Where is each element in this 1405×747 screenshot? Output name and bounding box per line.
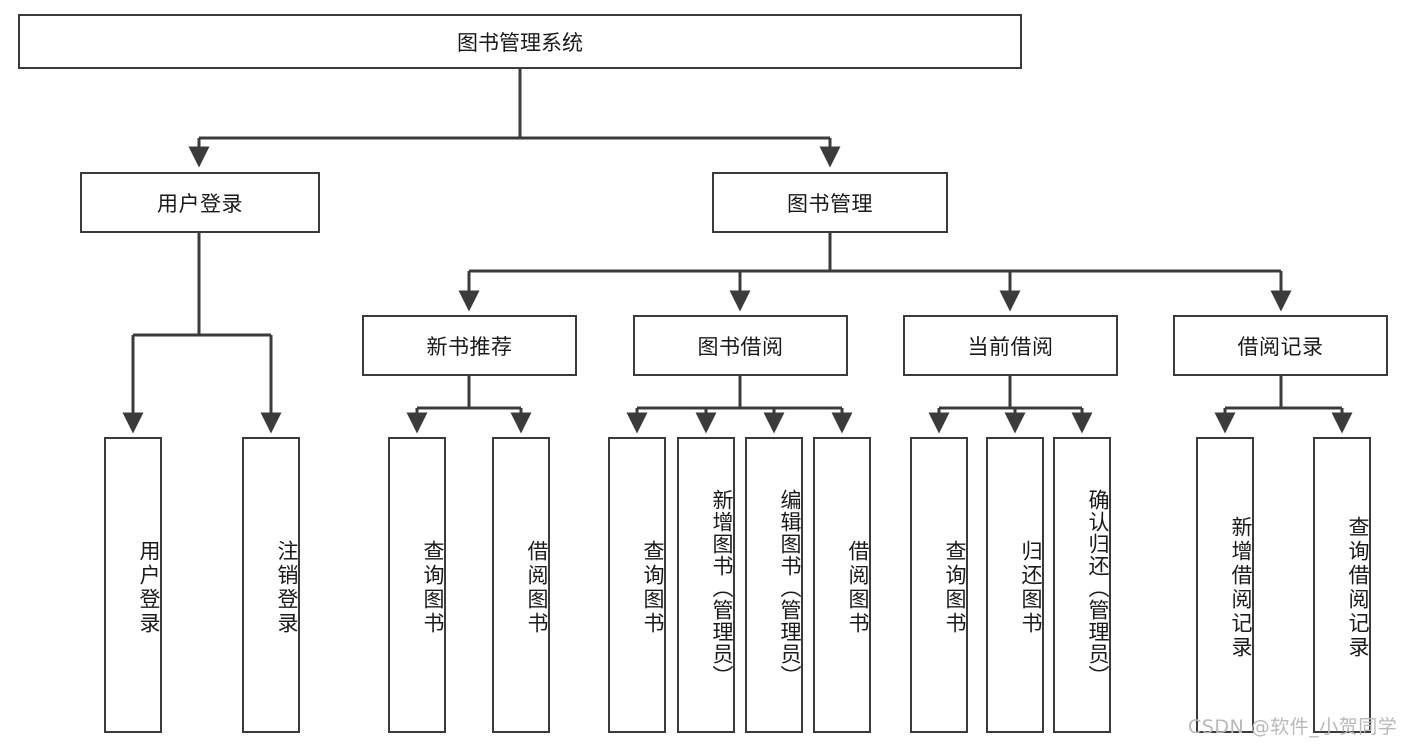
node-label: 用户登录 [137,540,161,636]
leaf-book-borrow-query[interactable]: 查询图书 [608,437,666,733]
leaf-book-borrow-add[interactable]: 新增图书（管理员） [677,437,735,733]
leaf-current-borrow-confirm[interactable]: 确认归还（管理员） [1053,437,1111,733]
node-label: 图书借阅 [697,334,784,359]
node-label: 编辑图书（管理员） [778,489,802,687]
leaf-current-borrow-return[interactable]: 归还图书 [986,437,1044,733]
node-label: 借阅记录 [1237,334,1324,359]
leaf-user-login-logout[interactable]: 注销登录 [242,437,300,733]
watermark-text: CSDN @软件_小贺同学 [1188,716,1398,738]
node-label: 注销登录 [275,540,299,636]
leaf-new-book-borrow[interactable]: 借阅图书 [492,437,550,733]
node-label: 新增图书（管理员） [710,489,734,687]
node-label: 归还图书 [1019,540,1043,636]
node-label: 查询图书 [943,540,967,636]
node-book-borrow[interactable]: 图书借阅 [633,315,848,376]
node-root-system[interactable]: 图书管理系统 [18,14,1022,69]
leaf-records-add[interactable]: 新增借阅记录 [1196,437,1254,733]
node-label: 借阅图书 [525,540,549,636]
node-label: 当前借阅 [967,334,1054,359]
node-label: 查询借阅记录 [1346,516,1370,660]
leaf-new-book-query[interactable]: 查询图书 [388,437,446,733]
leaf-records-query[interactable]: 查询借阅记录 [1313,437,1371,733]
node-new-book-recommend[interactable]: 新书推荐 [362,315,577,376]
node-current-borrow[interactable]: 当前借阅 [903,315,1118,376]
node-label: 新增借阅记录 [1229,516,1253,660]
node-label: 查询图书 [641,540,665,636]
leaf-user-login-login[interactable]: 用户登录 [104,437,162,733]
node-label: 图书管理 [787,191,873,216]
leaf-book-borrow-edit[interactable]: 编辑图书（管理员） [745,437,803,733]
leaf-current-borrow-query[interactable]: 查询图书 [910,437,968,733]
node-label: 确认归还（管理员） [1086,489,1110,687]
node-label: 用户登录 [157,191,243,216]
node-borrow-records[interactable]: 借阅记录 [1173,315,1388,376]
node-label: 查询图书 [421,540,445,636]
node-label: 新书推荐 [426,334,513,359]
node-label: 借阅图书 [846,540,870,636]
leaf-book-borrow-borrow[interactable]: 借阅图书 [813,437,871,733]
node-label: 图书管理系统 [457,30,583,55]
node-book-management[interactable]: 图书管理 [712,172,948,233]
node-user-login[interactable]: 用户登录 [80,172,320,233]
